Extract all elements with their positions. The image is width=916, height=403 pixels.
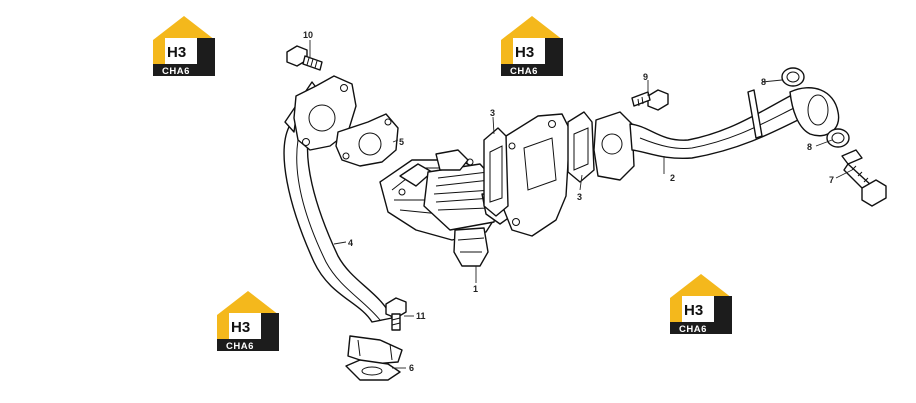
logo-band-text: CHA6 xyxy=(679,324,707,335)
part-3-gasket-right xyxy=(567,111,595,183)
callout-8-top: 8 xyxy=(761,77,766,87)
callout-8-bottom: 8 xyxy=(807,142,812,152)
logo-band-text: CHA6 xyxy=(510,66,538,77)
callout-6: 6 xyxy=(409,363,414,373)
part-6-gasket xyxy=(345,359,401,381)
callout-7: 7 xyxy=(829,175,834,185)
leader-lines xyxy=(309,40,853,369)
adapter-plate xyxy=(503,113,571,237)
part-11-bolt xyxy=(385,297,407,331)
part-2-outlet-pipe xyxy=(593,87,840,181)
callout-3-left: 3 xyxy=(490,108,495,118)
callout-labels: 10 9 8 8 7 3 3 5 4 1 2 11 6 xyxy=(303,30,834,373)
part-8-washer-top xyxy=(781,67,805,87)
part-5-gasket xyxy=(335,113,399,167)
part-7-banjo-bolt xyxy=(841,149,887,207)
part-10-bolt xyxy=(286,45,323,71)
part-3-gasket-left xyxy=(483,127,509,217)
callout-4: 4 xyxy=(348,238,353,248)
watermark-logo-bottom-right: H3 CHA6 xyxy=(670,274,732,335)
callout-2: 2 xyxy=(670,173,675,183)
callout-10: 10 xyxy=(303,30,313,40)
callout-11: 11 xyxy=(416,311,426,321)
part-9-bolt xyxy=(631,89,669,111)
watermark-logo-top-left: H3 CHA6 xyxy=(153,16,215,77)
watermark-logo-bottom-left: H3 CHA6 xyxy=(217,291,279,352)
logo-letters: H3 xyxy=(684,302,703,319)
watermark-logo-top-center: H3 CHA6 xyxy=(501,16,563,77)
callout-1: 1 xyxy=(473,284,478,294)
part-8-washer-bottom xyxy=(826,128,850,148)
callout-9: 9 xyxy=(643,72,648,82)
callout-3-right: 3 xyxy=(577,192,582,202)
callout-5: 5 xyxy=(399,137,404,147)
logo-band-text: CHA6 xyxy=(162,66,190,77)
logo-letters: H3 xyxy=(515,44,534,61)
logo-letters: H3 xyxy=(167,44,186,61)
part-4-inlet-pipe xyxy=(283,81,403,365)
logo-letters: H3 xyxy=(231,319,250,336)
logo-band-text: CHA6 xyxy=(226,341,254,352)
